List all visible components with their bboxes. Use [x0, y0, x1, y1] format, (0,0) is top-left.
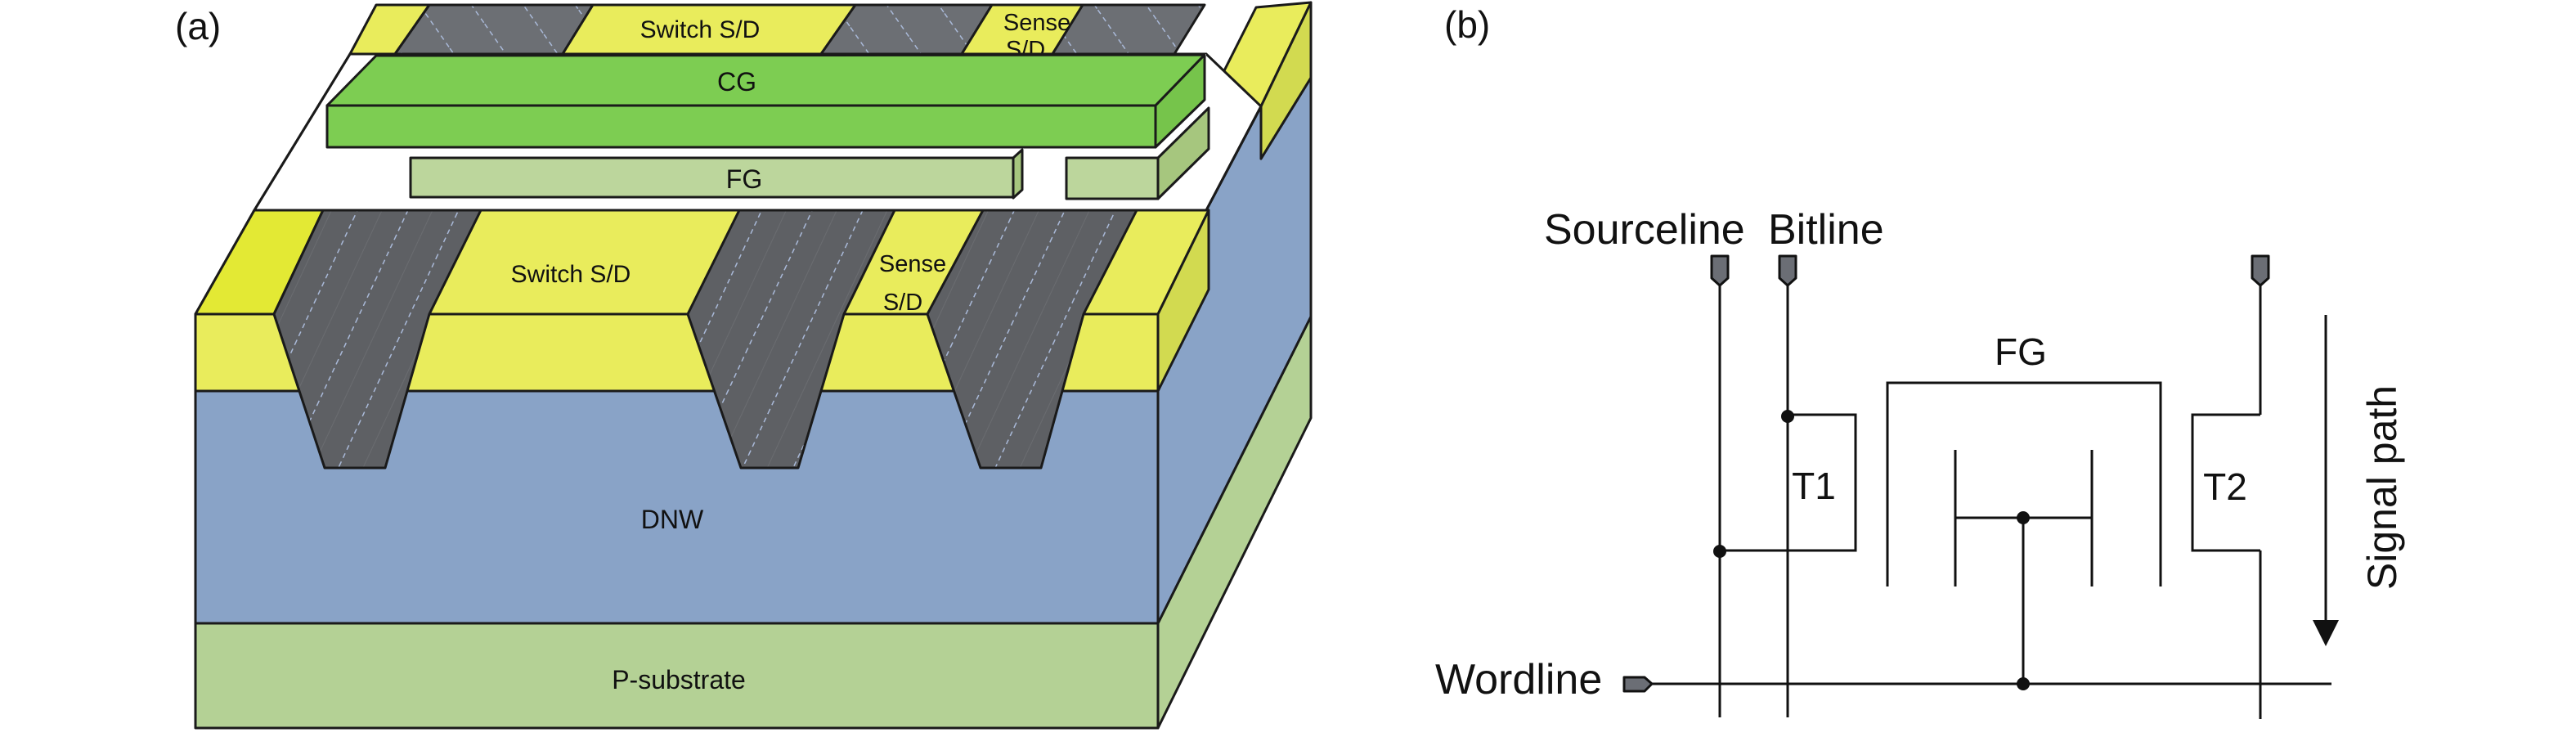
fg-outer	[1886, 381, 2162, 586]
panel-a: (a) Switch S/D Sense S/D	[175, 1, 1313, 730]
bitline-label: Bitline	[1768, 206, 1884, 254]
oxide-slab-left-edge	[253, 53, 352, 211]
bitline-pin-icon[interactable]	[1778, 254, 1797, 287]
sense-sd-label-2: S/D	[883, 290, 922, 316]
trench-3	[926, 209, 1138, 470]
trench-2	[686, 209, 896, 470]
cg-label: CG	[717, 67, 756, 97]
fg-label: FG	[726, 164, 762, 194]
t1-channel	[1720, 413, 1857, 552]
fg-circuit-label: FG	[1995, 330, 2047, 373]
cg-front-face	[325, 104, 1157, 149]
back-sd-strip: Switch S/D Sense S/D	[348, 1, 1313, 160]
sourceline-label: Sourceline	[1544, 206, 1745, 254]
t2-label: T2	[2203, 465, 2247, 508]
substrate-label: P-substrate	[612, 665, 746, 694]
fg-side-face	[1012, 148, 1024, 200]
t2-pin-icon[interactable]	[2251, 254, 2270, 287]
wordline-label: Wordline	[1435, 656, 1602, 703]
back-right-yellow-side	[1259, 1, 1313, 160]
signal-path-label: Signal path	[2359, 385, 2405, 590]
sourceline-pin-icon[interactable]	[1710, 254, 1730, 287]
control-gate: CG	[325, 53, 1206, 149]
floating-gate: FG	[409, 106, 1210, 200]
back-switch-sd-label: Switch S/D	[640, 16, 761, 43]
t1-label: T1	[1792, 465, 1836, 507]
panel-b: (b) Sourceline Bitline Wordline FG T1 T2…	[1435, 3, 2405, 719]
dnw-label: DNW	[641, 505, 704, 534]
junction-dot-bitline	[1781, 410, 1794, 423]
circuit-wires	[1652, 285, 2331, 719]
junction-dot-gate	[2017, 511, 2030, 524]
switch-sd-label: Switch S/D	[511, 261, 631, 288]
panel-b-label: (b)	[1444, 3, 1490, 46]
junction-dot-wordline	[2017, 677, 2030, 690]
fg-block-right	[1065, 156, 1160, 200]
trench-1	[272, 209, 482, 470]
cg-top-face	[325, 53, 1206, 107]
signal-path-arrow-icon	[2313, 620, 2339, 646]
back-sense-sd-label-1: Sense	[1003, 10, 1070, 36]
back-trench-1	[393, 3, 595, 56]
fg-front-face	[409, 156, 1015, 199]
isolation-trenches	[272, 209, 1138, 470]
sense-sd-label-1: Sense	[879, 251, 946, 277]
junction-dot-sourceline	[1713, 545, 1726, 558]
t2-channel	[2191, 413, 2260, 552]
panel-a-label: (a)	[175, 5, 221, 47]
substrate-front-face	[194, 622, 1160, 730]
oxide-slab-right-edge	[1204, 106, 1263, 213]
wordline-pin-icon[interactable]	[1622, 676, 1654, 693]
